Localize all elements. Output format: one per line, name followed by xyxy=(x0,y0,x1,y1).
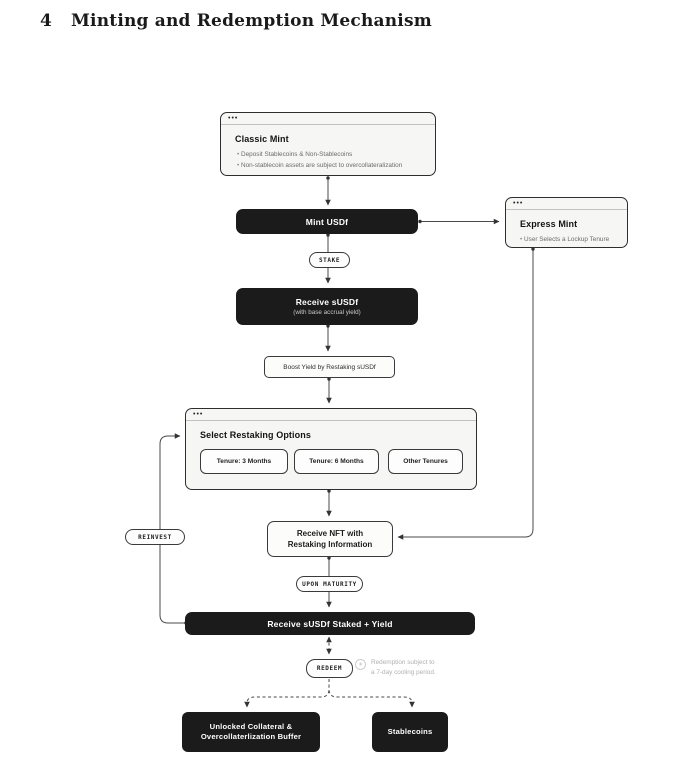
window-chrome: ••• xyxy=(186,409,476,421)
unlocked-collateral-line1: Unlocked Collateral & xyxy=(209,721,293,731)
express-mint-bullets: User Selects a Lockup Tenure xyxy=(520,234,627,245)
reinvest-label: REINVEST xyxy=(138,533,172,541)
window-chrome: ••• xyxy=(221,113,435,125)
note-line1: Redemption subject to xyxy=(371,659,435,666)
receive-susdf-sublabel: (with base accrual yield) xyxy=(293,309,361,316)
select-restaking-card: ••• Select Restaking Options Tenure: 3 M… xyxy=(185,408,477,490)
tenure-6-months-label: Tenure: 6 Months xyxy=(309,458,364,465)
tenure-3-months-label: Tenure: 3 Months xyxy=(216,458,272,465)
window-dots-icon: ••• xyxy=(228,115,239,122)
redeem-pill: REDEEM xyxy=(306,659,353,678)
window-dots-icon: ••• xyxy=(513,200,524,207)
classic-mint-card: ••• Classic Mint Deposit Stablecoins & N… xyxy=(220,112,436,176)
receive-susdf-node: Receive sUSDf (with base accrual yield) xyxy=(236,288,418,325)
mint-usdf-label: Mint USDf xyxy=(305,216,349,227)
section-number: 4 xyxy=(40,11,53,31)
classic-mint-title: Classic Mint xyxy=(235,134,289,144)
reinvest-pill: REINVEST xyxy=(125,529,185,545)
upon-maturity-pill: UPON MATURITY xyxy=(296,576,363,592)
unlocked-collateral-box: Unlocked Collateral & Overcollaterlizati… xyxy=(182,712,320,752)
window-chrome: ••• xyxy=(506,198,627,210)
redemption-note-text: Redemption subject to a 7-day cooling pe… xyxy=(371,658,436,678)
unlocked-collateral-line2: Overcollaterlization Buffer xyxy=(200,732,302,741)
window-dots-icon: ••• xyxy=(193,411,204,418)
express-mint-card: ••• Express Mint User Selects a Lockup T… xyxy=(505,197,628,248)
receive-staked-yield-bar: Receive sUSDf Staked + Yield xyxy=(185,612,475,635)
receive-nft-line1: Receive NFT with xyxy=(296,529,364,538)
boost-yield-box: Boost Yield by Restaking sUSDf xyxy=(264,356,395,378)
express-mint-title: Express Mint xyxy=(520,219,578,229)
bullet-item: User Selects a Lockup Tenure xyxy=(520,234,627,245)
select-restaking-title: Select Restaking Options xyxy=(200,430,311,440)
receive-staked-yield-label: Receive sUSDf Staked + Yield xyxy=(267,618,393,629)
bullet-item: Deposit Stablecoins & Non-Stablecoins xyxy=(237,149,435,160)
redeem-label: REDEEM xyxy=(316,665,343,672)
bullet-item: Non-stablecoin assets are subject to ove… xyxy=(237,160,435,171)
tenure-6-months-button: Tenure: 6 Months xyxy=(294,449,379,474)
boost-yield-label: Boost Yield by Restaking sUSDf xyxy=(283,363,376,371)
redemption-note: ✳ Redemption subject to a 7-day cooling … xyxy=(355,658,465,678)
other-tenures-label: Other Tenures xyxy=(403,458,448,465)
mint-usdf-node: Mint USDf xyxy=(236,209,418,234)
tenure-3-months-button: Tenure: 3 Months xyxy=(200,449,288,474)
stake-label: STAKE xyxy=(318,256,341,264)
classic-mint-bullets: Deposit Stablecoins & Non-Stablecoins No… xyxy=(237,149,435,171)
note-line2: a 7-day cooling period. xyxy=(371,669,436,676)
asterisk-circle-icon: ✳ xyxy=(355,659,366,670)
upon-maturity-label: UPON MATURITY xyxy=(302,580,357,588)
stablecoins-box: Stablecoins xyxy=(372,712,448,752)
section-heading: 4 Minting and Redemption Mechanism xyxy=(40,11,432,31)
other-tenures-button: Other Tenures xyxy=(388,449,463,474)
receive-nft-box: Receive NFT with Restaking Information xyxy=(267,521,393,557)
stablecoins-label: Stablecoins xyxy=(387,726,433,736)
receive-nft-line2: Restaking Information xyxy=(287,540,373,549)
stake-pill: STAKE xyxy=(309,252,350,268)
section-title: Minting and Redemption Mechanism xyxy=(71,11,432,31)
receive-susdf-label: Receive sUSDf xyxy=(295,297,359,307)
